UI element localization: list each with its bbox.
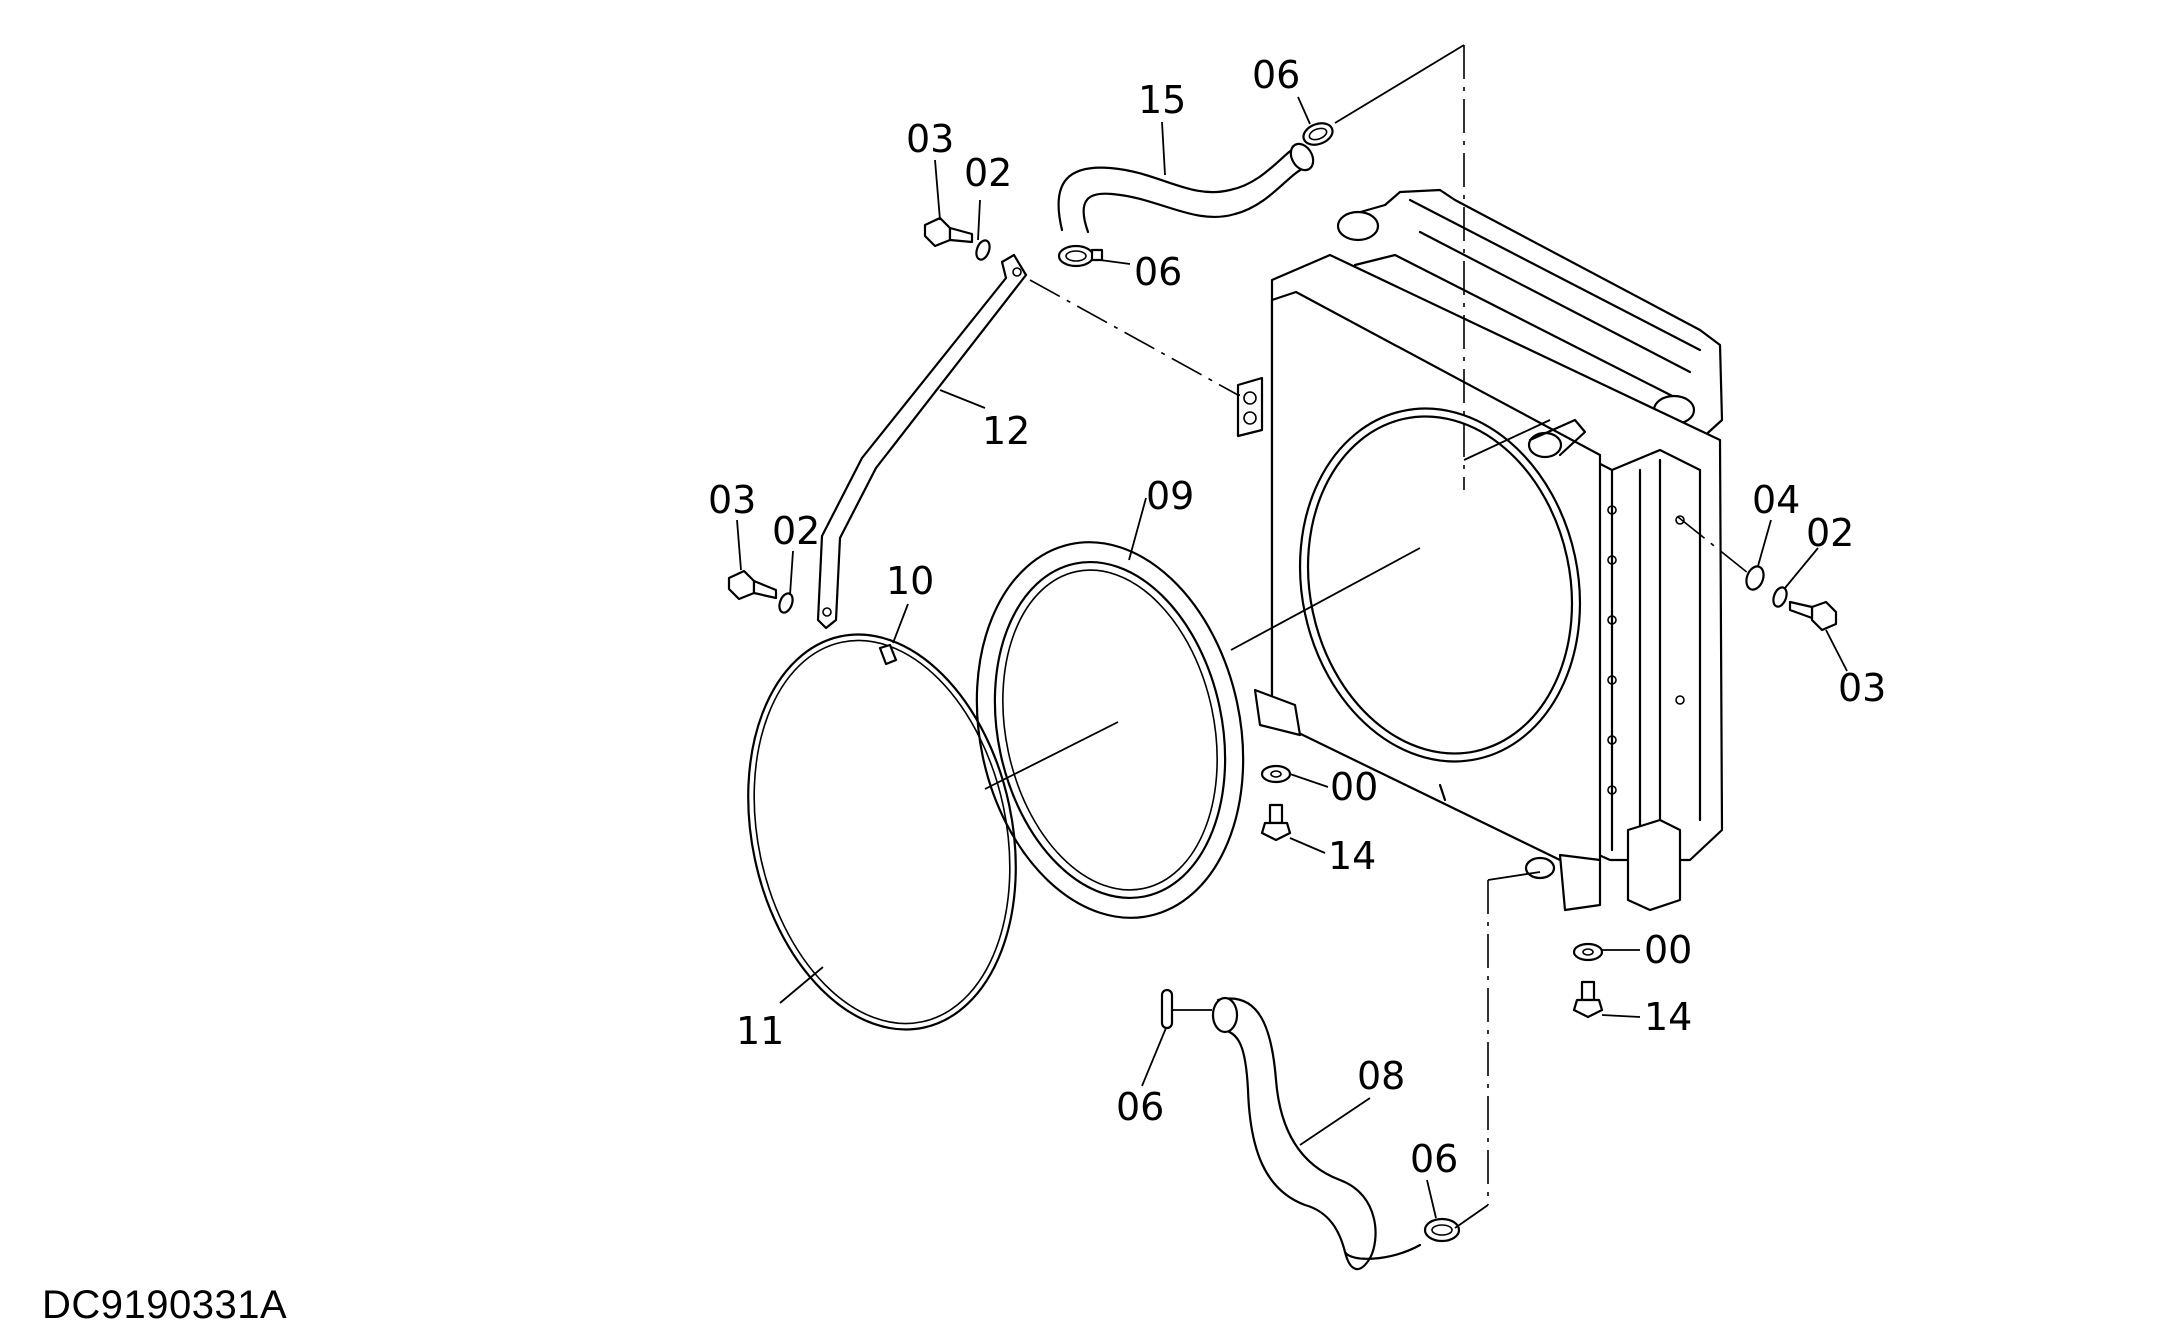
- bolt-03-top: [923, 216, 974, 248]
- callout-02-right: 02: [1806, 511, 1854, 555]
- upper-radiator-hose: [1057, 142, 1315, 234]
- callout-14-upper: 14: [1328, 834, 1376, 878]
- lower-radiator-hose: [1211, 996, 1422, 1270]
- bolt-14-lower: [1572, 980, 1604, 1019]
- hose-clamp-left: [1057, 244, 1104, 268]
- callout-02-top: 02: [964, 151, 1012, 195]
- callout-03-right: 03: [1838, 666, 1886, 710]
- callout-11: 11: [736, 1009, 784, 1053]
- bolt-14-upper: [1260, 803, 1292, 842]
- callout-06-lower-clamp: 06: [1410, 1137, 1458, 1181]
- callout-00-upper: 00: [1330, 765, 1378, 809]
- washer-00-lower: [1572, 942, 1604, 962]
- washer-04-right: [1745, 565, 1765, 591]
- bolt-03-left: [727, 569, 778, 601]
- washer-02-right: [1772, 586, 1788, 608]
- callout-15: 15: [1138, 78, 1186, 122]
- leader-lines: [736, 96, 1848, 1219]
- washer-02-left: [778, 592, 794, 614]
- washer-00-upper: [1260, 764, 1292, 784]
- callout-02-left: 02: [772, 509, 820, 553]
- callout-03-top: 03: [906, 117, 954, 161]
- callout-06-top: 06: [1252, 53, 1300, 97]
- assembly-lines: [984, 44, 1749, 1229]
- radiator-assembly: [1236, 188, 1724, 912]
- fan-shroud-seal: [975, 541, 1245, 919]
- washer-02-top: [975, 239, 991, 261]
- hose-clamp-pin: [1160, 988, 1174, 1030]
- hose-clamp-top: [1302, 122, 1334, 146]
- callout-06-upper-clamp: 06: [1134, 250, 1182, 294]
- bolt-03-right: [1788, 600, 1838, 632]
- callout-06-pin: 06: [1116, 1085, 1164, 1129]
- hose-clamp-lower: [1423, 1217, 1461, 1243]
- support-stay: [816, 253, 1028, 630]
- callout-12: 12: [982, 409, 1030, 453]
- callout-09: 09: [1146, 474, 1194, 518]
- callout-10: 10: [886, 559, 934, 603]
- drawing-number: DC9190331A: [42, 1283, 288, 1327]
- callout-14-lower: 14: [1644, 995, 1692, 1039]
- clip: [878, 643, 898, 666]
- callout-04: 04: [1752, 478, 1800, 522]
- callout-08: 08: [1357, 1054, 1405, 1098]
- callout-00-lower: 00: [1644, 928, 1692, 972]
- callout-03-left: 03: [708, 478, 756, 522]
- fan-guard-ring: [747, 633, 1017, 1031]
- callout-labels: 15 06 03 02 06 12 03 02 09 10 04 02 03 0…: [708, 53, 1886, 1181]
